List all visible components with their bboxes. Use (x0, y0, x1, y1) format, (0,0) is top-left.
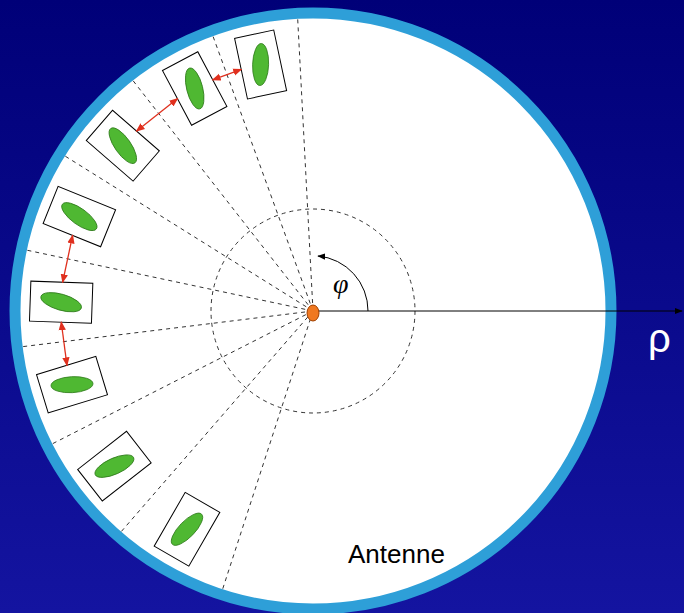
cell-box (78, 431, 151, 501)
sector-line (120, 311, 313, 533)
phi-arc (318, 256, 368, 311)
cell-box (43, 186, 115, 246)
red-arrow (136, 98, 177, 131)
sector-lines (21, 17, 313, 590)
green-cell (167, 509, 208, 550)
green-cell (104, 124, 141, 168)
red-arrows (61, 69, 241, 365)
cell (154, 492, 220, 566)
cell (43, 186, 115, 246)
cell (162, 52, 226, 126)
cell (235, 30, 287, 99)
cells (29, 30, 286, 566)
sector-line (212, 35, 313, 311)
sector-line (298, 17, 313, 311)
red-arrow (213, 69, 242, 80)
green-cell (252, 43, 269, 86)
green-cell (58, 198, 101, 236)
sector-line (132, 79, 313, 311)
cell-box (235, 30, 287, 99)
antenna-dot (307, 305, 319, 321)
sector-line (222, 311, 313, 591)
green-cell (39, 289, 84, 316)
cell-box (162, 52, 226, 126)
cell-box (37, 356, 108, 412)
cell (86, 110, 159, 181)
angle-label: φ (333, 270, 349, 298)
green-cell (182, 66, 208, 111)
cell-box (154, 492, 220, 566)
cell-box (29, 281, 92, 323)
red-arrow (63, 235, 73, 282)
green-cell (92, 450, 137, 482)
red-arrow (61, 322, 67, 366)
antenna-label: Antenne (348, 541, 445, 567)
green-cell (51, 376, 94, 394)
radius-label: ρ (648, 318, 671, 358)
cell (37, 356, 108, 412)
cell (29, 281, 92, 323)
cell-box (86, 110, 159, 181)
cell (78, 431, 151, 501)
